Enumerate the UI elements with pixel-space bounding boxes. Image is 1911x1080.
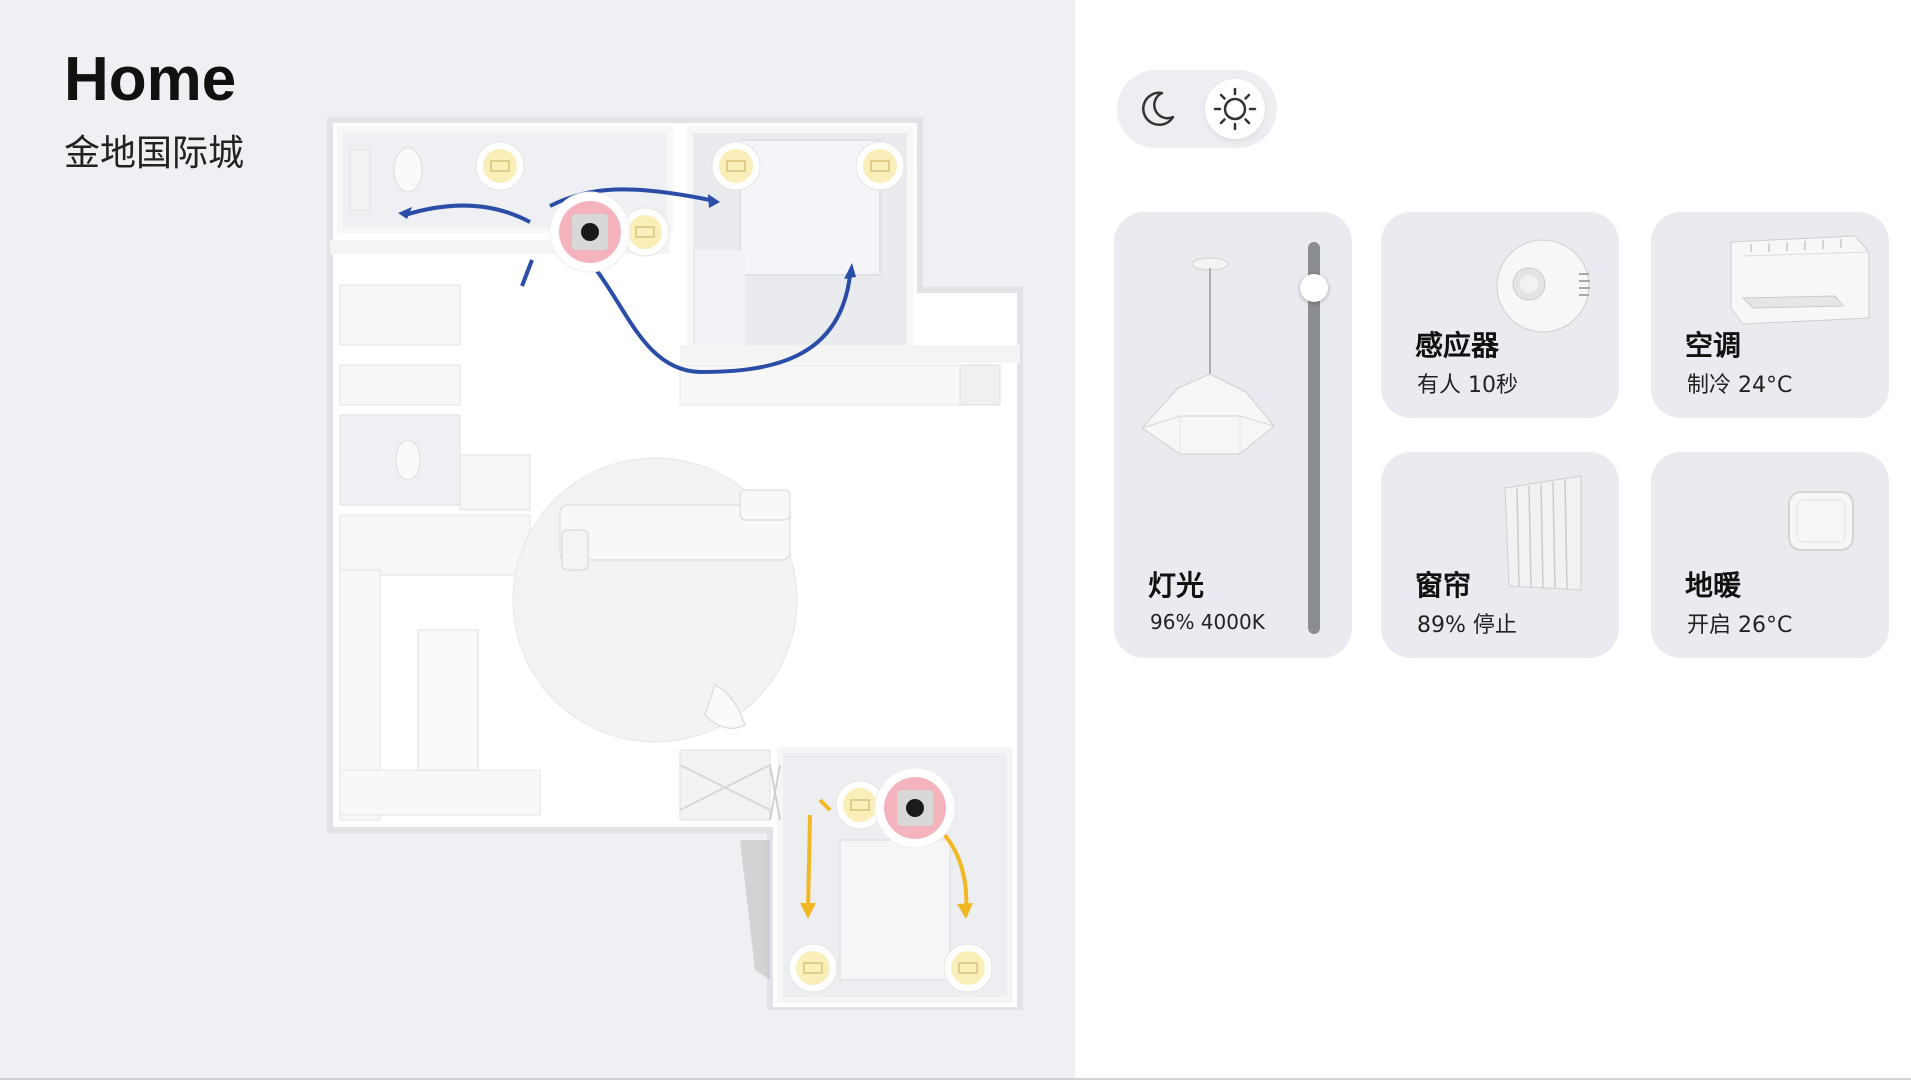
floor-heating-status: 开启 26°C [1687,613,1793,638]
curtain-icon [1504,475,1582,591]
mode-toggle [1117,70,1277,148]
floor-heating-icon [1788,491,1854,551]
floor-plan [327,117,1023,1010]
floor-heating-name: 地暖 [1685,569,1742,602]
ac-card[interactable]: 空调 制冷 24°C [1651,212,1889,418]
ac-name: 空调 [1685,329,1742,362]
light-marker[interactable] [835,780,885,830]
sensor-name: 感应器 [1415,329,1500,362]
day-mode-button[interactable] [1205,79,1265,139]
page-title: Home [64,45,237,114]
divider [0,1078,1911,1080]
light-marker[interactable] [788,943,838,993]
sun-icon [1213,87,1257,131]
sensor-marker[interactable] [874,767,956,849]
night-mode-button[interactable] [1127,79,1187,139]
light-card[interactable]: 灯光 96% 4000K [1114,212,1352,658]
moon-icon [1142,91,1175,127]
light-marker[interactable] [855,141,905,191]
light-marker[interactable] [620,207,670,257]
curtain-name: 窗帘 [1415,569,1472,602]
floorplan-panel: Home 金地国际城 [0,0,1075,1080]
pendant-lamp-icon [1141,257,1275,455]
light-marker[interactable] [711,141,761,191]
light-status: 96% 4000K [1150,610,1265,634]
floor-heating-card[interactable]: 地暖 开启 26°C [1651,452,1889,658]
curtain-card[interactable]: 窗帘 89% 停止 [1381,452,1619,658]
air-conditioner-icon [1730,235,1870,325]
curtain-status: 89% 停止 [1417,613,1517,638]
ac-status: 制冷 24°C [1687,373,1793,398]
sensor-status: 有人 10秒 [1417,373,1518,398]
light-marker[interactable] [475,141,525,191]
motion-sensor-icon [1496,239,1590,333]
sensor-marker[interactable] [549,191,631,273]
sensor-card[interactable]: 感应器 有人 10秒 [1381,212,1619,418]
light-name: 灯光 [1148,569,1205,602]
light-marker[interactable] [943,943,993,993]
brightness-slider-track[interactable] [1308,242,1320,634]
page-subtitle: 金地国际城 [64,133,245,174]
brightness-slider-thumb[interactable] [1300,274,1328,302]
